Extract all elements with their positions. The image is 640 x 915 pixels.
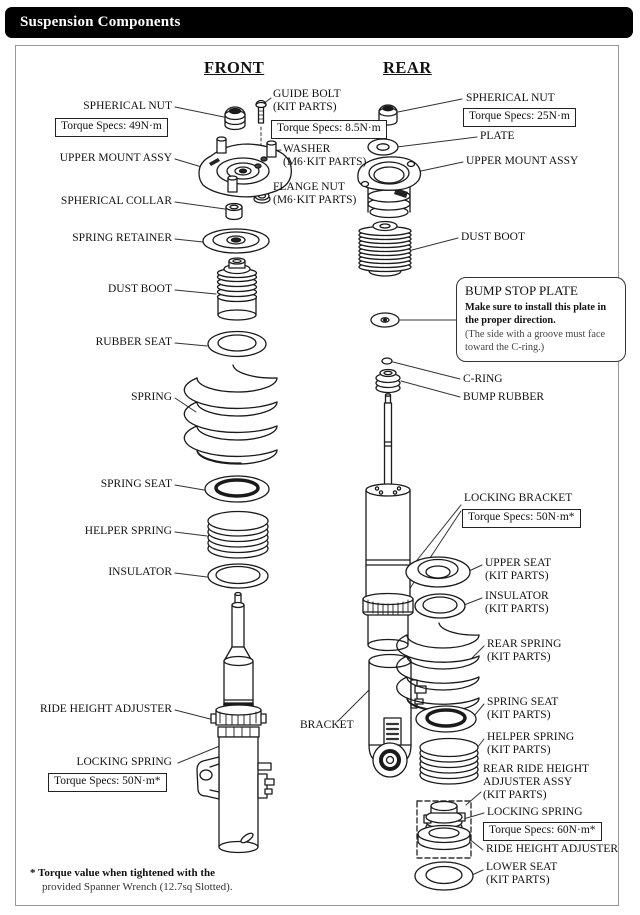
rear-c-ring-drawing (381, 357, 393, 365)
label-front-ride-height-adjuster: RIDE HEIGHT ADJUSTER (39, 703, 172, 715)
bump-stop-plate-note2: (The side with a groove must face toward… (465, 328, 606, 354)
label-front-spherical-collar: SPHERICAL COLLAR (60, 195, 172, 207)
front-strut-drawing (196, 591, 275, 854)
rear-shock-drawing (362, 393, 414, 652)
rear-bump-stop-plate-drawing (370, 312, 400, 328)
rear-heading: REAR (383, 58, 432, 77)
front-heading: FRONT (204, 58, 265, 77)
diagram-frame (15, 45, 619, 906)
rear-upper-mount-drawing (357, 156, 422, 219)
front-guide-bolt-torque-box: Torque Specs: 8.5N·m (271, 120, 387, 139)
bump-stop-plate-note: BUMP STOP PLATE Make sure to install thi… (456, 277, 626, 362)
rear-bump-rubber-drawing (375, 368, 401, 394)
bump-stop-plate-note1: Make sure to install this plate in the p… (465, 302, 607, 327)
front-spring-retainer-drawing (202, 228, 270, 254)
rear-ride-height-adjuster-drawing (417, 824, 471, 851)
label-front-insulator: INSULATOR (108, 566, 172, 578)
rear-locking-spring-torque-box: Torque Specs: 60N·m* (483, 822, 602, 841)
label-front-rubber-seat: RUBBER SEAT (95, 336, 172, 348)
label-rear-c-ring: C-RING (463, 373, 503, 385)
label-rear-dust-boot: DUST BOOT (461, 231, 526, 243)
label-front-helper-spring: HELPER SPRING (84, 525, 172, 537)
front-upper-mount-drawing (198, 136, 292, 198)
label-rear-spring-seat: SPRING SEAT (KIT PARTS) (487, 696, 559, 722)
rear-helper-spring-drawing (419, 737, 479, 785)
label-front-flange-nut: FLANGE NUT (M6·KIT PARTS) (273, 181, 357, 207)
front-spherical-collar-drawing (225, 202, 243, 221)
label-front-upper-mount-assy: UPPER MOUNT ASSY (59, 152, 172, 164)
label-rear-locking-spring: LOCKING SPRING (487, 806, 583, 818)
rear-spherical-nut-torque-box: Torque Specs: 25N·m (463, 108, 576, 127)
front-spherical-nut-drawing (224, 106, 246, 131)
label-front-washer: WASHER (M6·KIT PARTS) (283, 143, 367, 169)
front-rubber-seat-drawing (207, 330, 267, 358)
front-spring-drawing (183, 364, 278, 465)
label-front-spherical-nut: SPHERICAL NUT (83, 100, 172, 112)
label-front-spring-retainer: SPRING RETAINER (72, 232, 172, 244)
label-front-dust-boot: DUST BOOT (107, 283, 172, 295)
rear-locking-bracket-torque-box: Torque Specs: 50N·m* (462, 509, 581, 528)
label-rear-insulator: INSULATOR (KIT PARTS) (485, 590, 549, 616)
label-rear-bracket: BRACKET (300, 719, 354, 731)
footnote-line2: provided Spanner Wrench (12.7sq Slotted)… (42, 881, 233, 893)
label-rear-upper-seat: UPPER SEAT (KIT PARTS) (485, 557, 552, 583)
label-rear-spherical-nut: SPHERICAL NUT (466, 92, 555, 104)
label-rear-plate: PLATE (480, 130, 515, 142)
front-dust-boot-drawing (216, 257, 258, 321)
label-rear-upper-mount-assy: UPPER MOUNT ASSY (466, 155, 579, 167)
front-insulator-drawing (207, 563, 269, 589)
label-rear-helper-spring: HELPER SPRING (KIT PARTS) (487, 731, 575, 757)
front-guide-bolt-drawing (255, 99, 267, 124)
page-title: Suspension Components (5, 7, 633, 38)
front-helper-spring-drawing (207, 510, 269, 559)
rear-spring-drawing (396, 622, 480, 712)
rear-upper-seat-drawing (405, 556, 471, 588)
label-front-spring: SPRING (131, 391, 172, 403)
label-rear-locking-bracket: LOCKING BRACKET (464, 492, 573, 504)
bump-stop-plate-title: BUMP STOP PLATE (465, 283, 578, 298)
front-spring-seat-drawing (204, 475, 270, 503)
footnote-line1: * Torque value when tightened with the (30, 867, 215, 879)
front-locking-spring-torque-box: Torque Specs: 50N·m* (48, 773, 167, 792)
rear-insulator-drawing (414, 593, 466, 619)
label-front-spring-seat: SPRING SEAT (100, 478, 172, 490)
rear-spring-seat-drawing (415, 705, 477, 733)
rear-plate-drawing (367, 138, 399, 156)
rear-lower-seat-drawing (414, 861, 474, 891)
front-spherical-nut-torque-box: Torque Specs: 49N·m (55, 118, 168, 137)
label-rear-ride-height-adjuster-assy: REAR RIDE HEIGHT ADJUSTER ASSY (KIT PART… (483, 763, 590, 802)
label-front-locking-spring: LOCKING SPRING (76, 756, 172, 768)
rear-dust-boot-drawing (358, 220, 412, 277)
label-rear-ride-height-adjuster: RIDE HEIGHT ADJUSTER (486, 843, 619, 855)
label-rear-spring: REAR SPRING (KIT PARTS) (487, 638, 562, 664)
label-rear-bump-rubber: BUMP RUBBER (463, 391, 545, 403)
label-rear-lower-seat: LOWER SEAT (KIT PARTS) (486, 861, 558, 887)
label-front-guide-bolt: GUIDE BOLT (KIT PARTS) (273, 88, 341, 114)
